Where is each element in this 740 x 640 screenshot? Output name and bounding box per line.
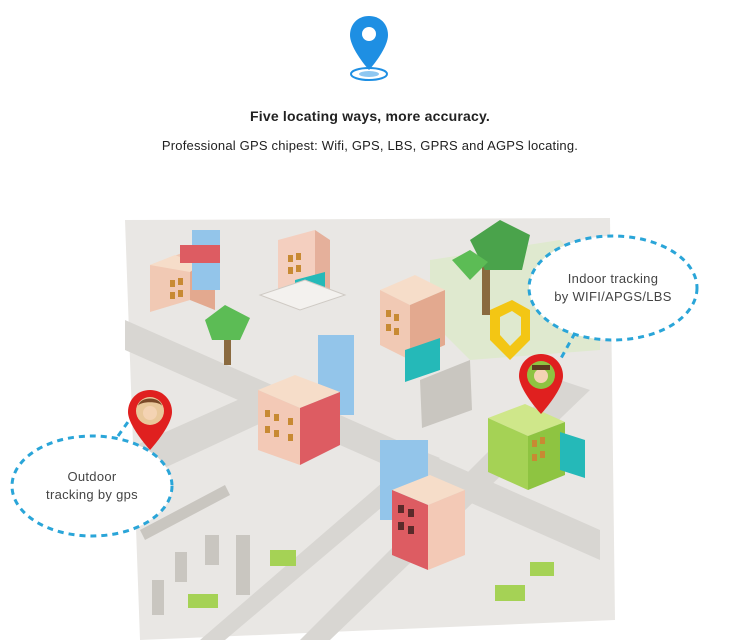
towers (152, 535, 250, 615)
indoor-line2: by WIFI/APGS/LBS (554, 289, 672, 304)
indoor-location-marker-icon (519, 354, 563, 414)
building-leftcenter (258, 335, 354, 465)
location-pin-icon (350, 16, 388, 81)
indoor-tracking-label: Indoor tracking by WIFI/APGS/LBS (529, 270, 697, 306)
indoor-line1: Indoor tracking (567, 271, 659, 286)
building-right-green (488, 404, 585, 490)
headline: Five locating ways, more accuracy. (250, 108, 490, 124)
sub-headline: Professional GPS chipest: Wifi, GPS, LBS… (161, 138, 579, 153)
tree (452, 220, 530, 315)
outdoor-line1: Outdoor (67, 469, 117, 484)
building-topleft (150, 230, 220, 312)
geofence-shield-icon (490, 300, 530, 360)
outdoor-line2: tracking by gps (46, 487, 138, 502)
outdoor-location-marker-icon (128, 390, 172, 450)
building-center (380, 275, 445, 382)
indoor-tracking-bubble (527, 234, 699, 361)
city-map-illustration (10, 218, 699, 640)
outdoor-tracking-label: Outdoor tracking by gps (12, 468, 172, 504)
building-bottom (380, 440, 465, 570)
building-topcenter (258, 230, 347, 311)
tree (205, 305, 250, 365)
